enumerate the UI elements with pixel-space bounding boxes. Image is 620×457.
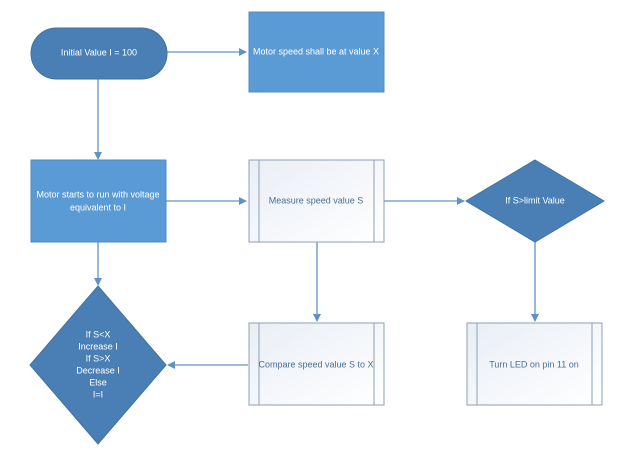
measure-speed-label: Measure speed value S [269, 195, 364, 205]
motor-run-label-line1: Motor starts to run with voltage [36, 189, 159, 199]
adjust-line-3: If S>X [86, 353, 111, 363]
adjust-line-4: Decrease I [76, 365, 120, 375]
start-terminator[interactable]: Initial Value I = 100 [30, 27, 168, 80]
compare-speed-process[interactable]: Compare speed value S to X [248, 322, 385, 406]
motor-run-box[interactable]: Motor starts to run with voltage equival… [30, 159, 167, 243]
led-on-process[interactable]: Turn LED on pin 11 on [466, 322, 603, 406]
motor-run-label-line2: equivalent to I [70, 202, 126, 212]
measure-speed-process[interactable]: Measure speed value S [248, 159, 385, 243]
led-on-label: Turn LED on pin 11 on [489, 359, 579, 369]
start-label: Initial Value I = 100 [61, 47, 137, 57]
compare-speed-label: Compare speed value S to X [258, 359, 373, 369]
target-speed-box[interactable]: Motor speed shall be at value X [248, 11, 385, 93]
target-speed-label: Motor speed shall be at value X [253, 46, 379, 56]
limit-check-decision[interactable]: If S>limit Value [465, 159, 605, 243]
limit-check-label: If S>limit Value [505, 195, 565, 205]
adjust-line-2: Increase I [78, 341, 118, 351]
adjust-line-5: Else [89, 377, 107, 387]
adjust-line-6: I=I [93, 389, 103, 399]
adjust-line-1: If S<X [86, 329, 111, 339]
adjust-current-decision[interactable]: If S<X Increase I If S>X Decrease I Else… [29, 285, 167, 445]
